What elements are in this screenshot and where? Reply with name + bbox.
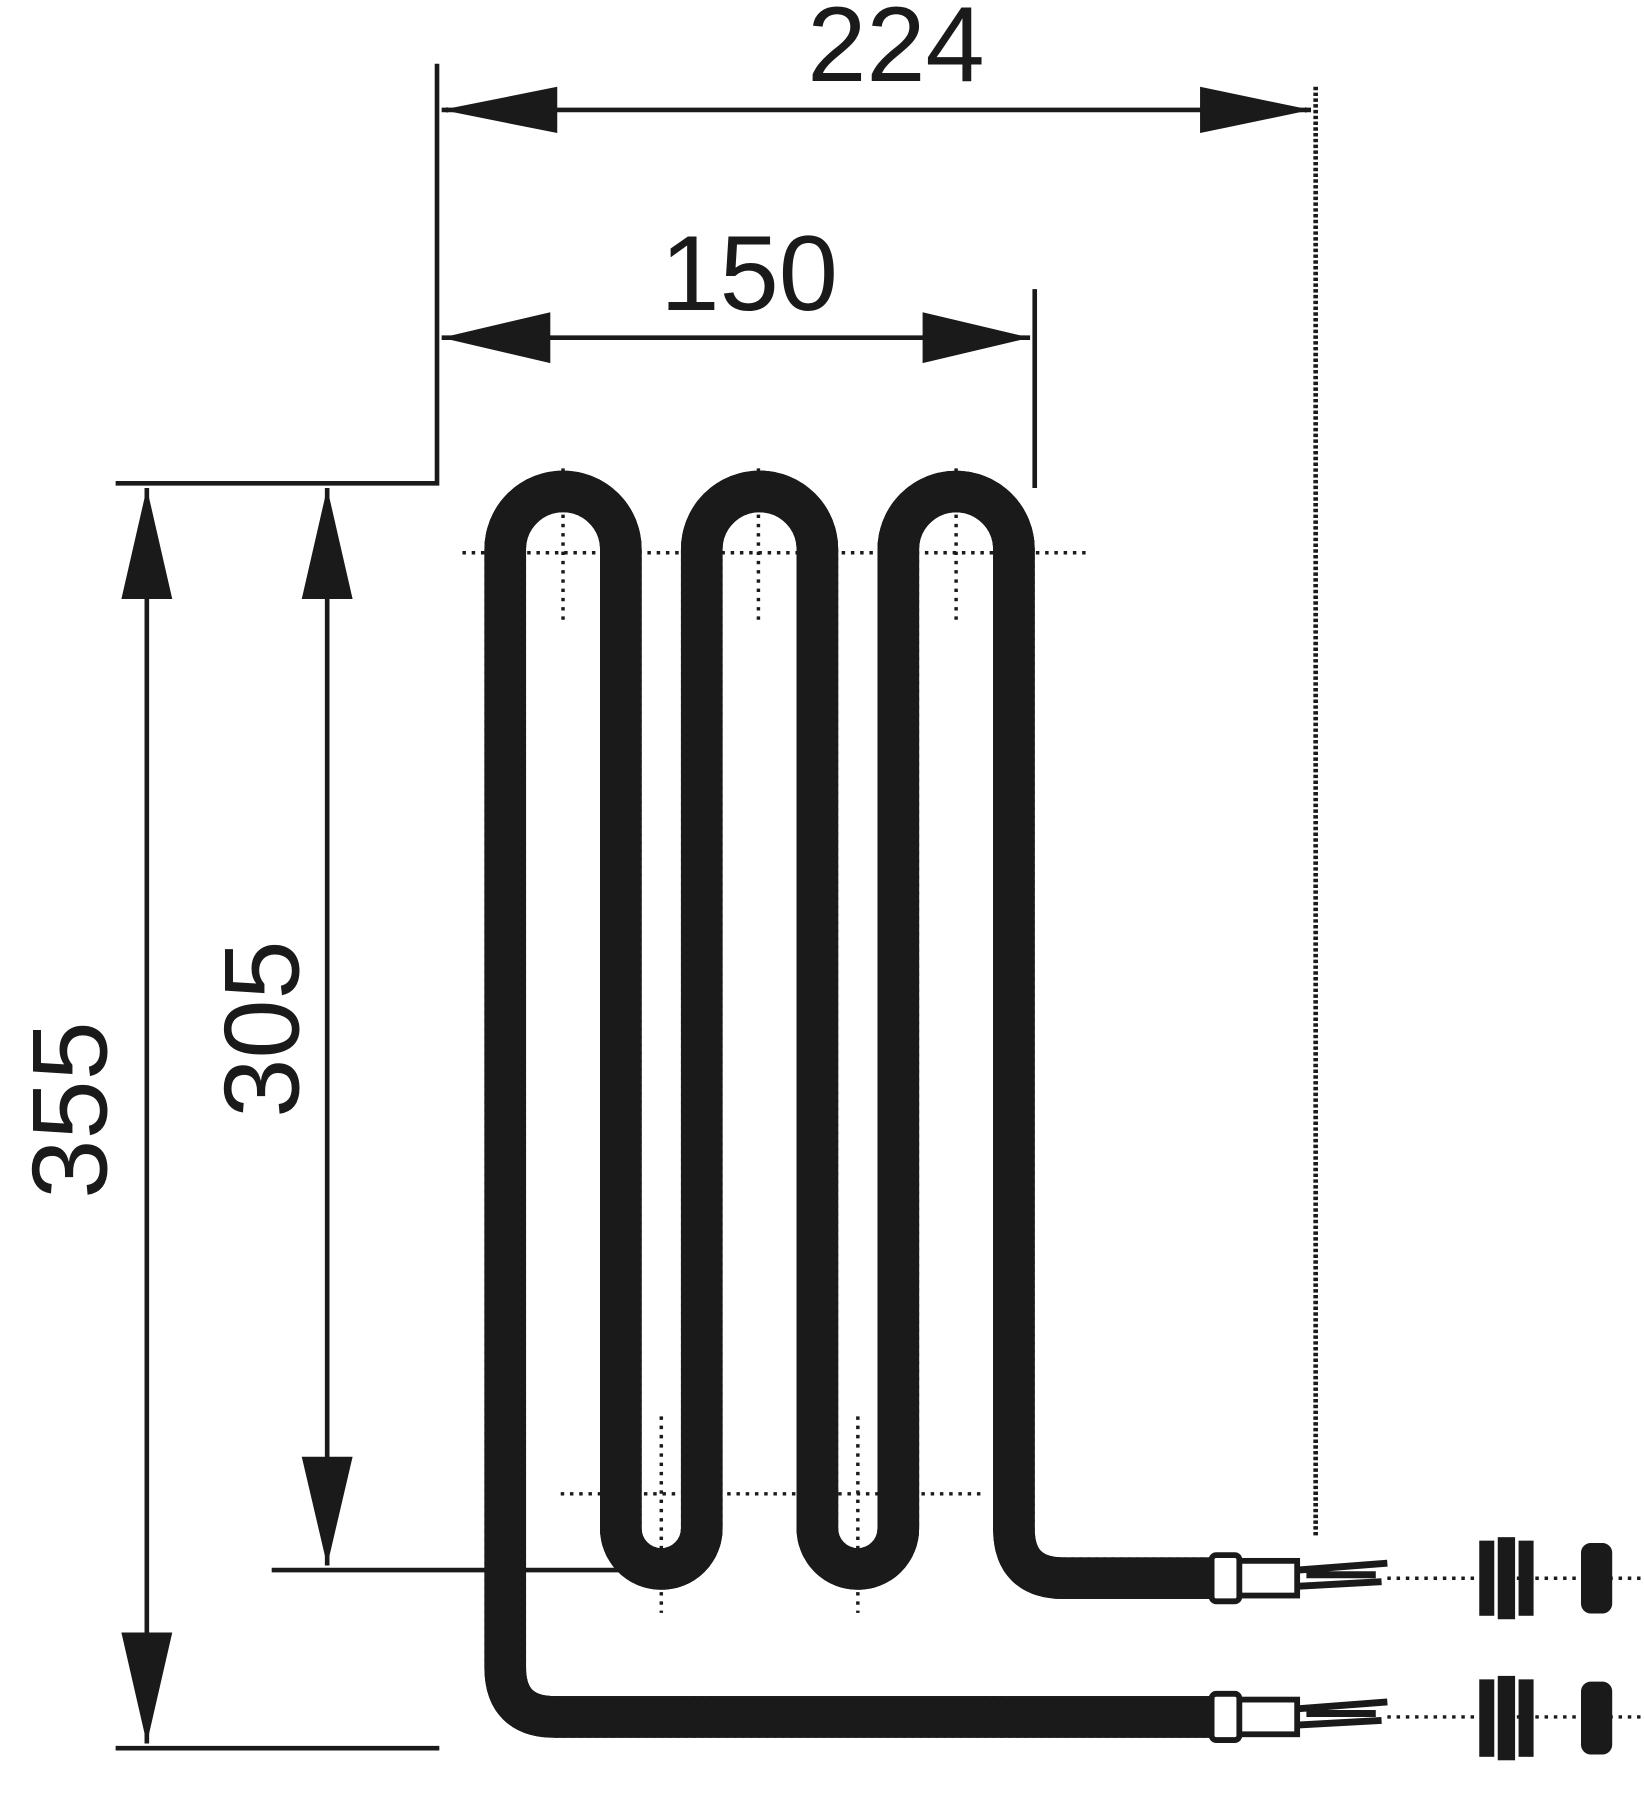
terminal-lower [1208, 1675, 1644, 1761]
heating-tube [484, 491, 1214, 1738]
arrowhead [1200, 86, 1312, 134]
dimension-305: 305 [202, 940, 321, 1117]
arrowhead [301, 487, 353, 599]
arrowheads [121, 86, 1312, 1744]
arrowhead [441, 312, 551, 364]
arrowhead [441, 86, 558, 134]
dimension-150: 150 [660, 214, 837, 333]
terminal-upper [1208, 1537, 1644, 1620]
dimension-224: 224 [807, 0, 984, 104]
terminals [1208, 1537, 1644, 1761]
dimension-355: 355 [10, 1021, 129, 1198]
arrowhead [121, 487, 173, 599]
arrowhead [301, 1456, 353, 1566]
arrowhead [121, 1632, 173, 1744]
arrowhead [922, 312, 1031, 364]
extension-line-top-left [115, 63, 440, 486]
